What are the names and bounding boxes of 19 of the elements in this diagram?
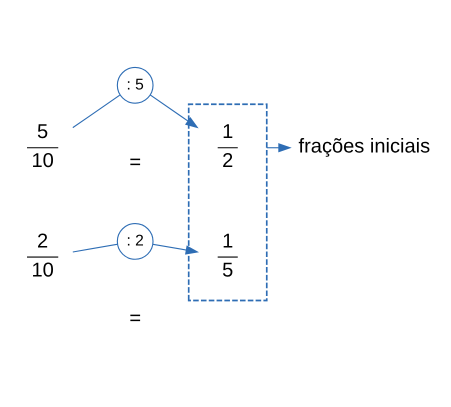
connector [72,94,120,128]
node-label: 5 [37,121,48,144]
connector [72,244,118,253]
arrow [152,244,200,255]
node-label: 10 [31,259,54,282]
arrow [266,143,292,152]
cluster [188,103,268,302]
node-label: 10 [31,150,54,172]
node-label: 2 [37,230,48,252]
label: = [129,307,142,330]
node-circle: : 2 [116,223,154,260]
arrow [150,94,199,128]
node-label: 1 [222,121,234,144]
node-label: 5 [222,259,234,282]
node-text: frações iniciais [298,136,430,158]
node-label: 2 [222,150,234,172]
node-circle: : 5 [116,66,154,104]
node-label: 1 [222,230,234,252]
label: = [129,151,142,174]
